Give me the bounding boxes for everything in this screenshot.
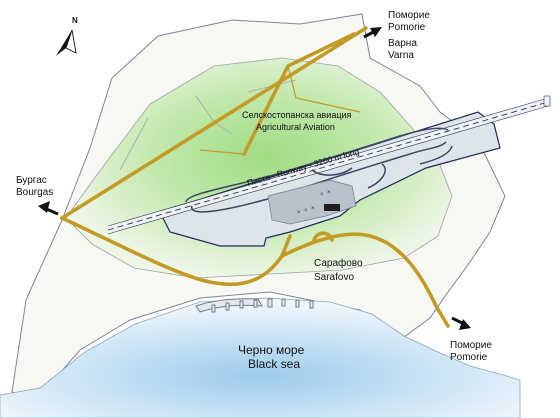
road-coastal (60, 216, 450, 328)
svg-text:×: × (304, 208, 308, 214)
road-varna (60, 26, 368, 220)
terminal-building (324, 204, 340, 211)
road-sarafovo-loop (312, 231, 334, 242)
pomorie-ne-en-label: Pomorie (388, 22, 426, 33)
pomorie-se-en-label: Pomorie (450, 352, 488, 363)
roads-thin (199, 65, 361, 155)
black-sea (0, 297, 521, 418)
burgas-en-label: Bourgas (16, 187, 53, 198)
varna-bg-label: Варна (388, 38, 417, 49)
compass-north-label: N (72, 16, 78, 25)
svg-text:×: × (297, 210, 301, 216)
arrow-ne-icon (363, 27, 382, 39)
burgas-bg-label: Бургас (16, 175, 47, 186)
terminal-area (267, 179, 357, 225)
sarafovo-en-label: Sarafovo (314, 272, 354, 283)
pomorie-ne-bg-label: Поморие (388, 10, 430, 21)
sea-bg-label: Черно море (238, 343, 305, 357)
pomorie-se-bg-label: Поморие (450, 340, 492, 351)
runway-complex: × × × × × (107, 95, 551, 247)
svg-text:×: × (327, 190, 331, 196)
agricultural-aviation-en-label: Agricultural Aviation (256, 122, 335, 132)
sea-en-label: Black sea (248, 357, 300, 371)
north-arrow-icon: N (56, 16, 78, 56)
svg-text:×: × (320, 192, 324, 198)
svg-text:×: × (311, 206, 315, 212)
direction-arrows (38, 27, 471, 330)
varna-en-label: Varna (388, 50, 414, 61)
sarafovo-bg-label: Сарафово (314, 257, 363, 269)
aircraft-markers: × × × × × (297, 190, 331, 216)
arrow-se-icon (451, 316, 471, 330)
arrow-west-icon (38, 201, 59, 216)
coast-groynes (195, 298, 314, 313)
agricultural-aviation-bg-label: Селскостопанска авиация (242, 110, 352, 120)
